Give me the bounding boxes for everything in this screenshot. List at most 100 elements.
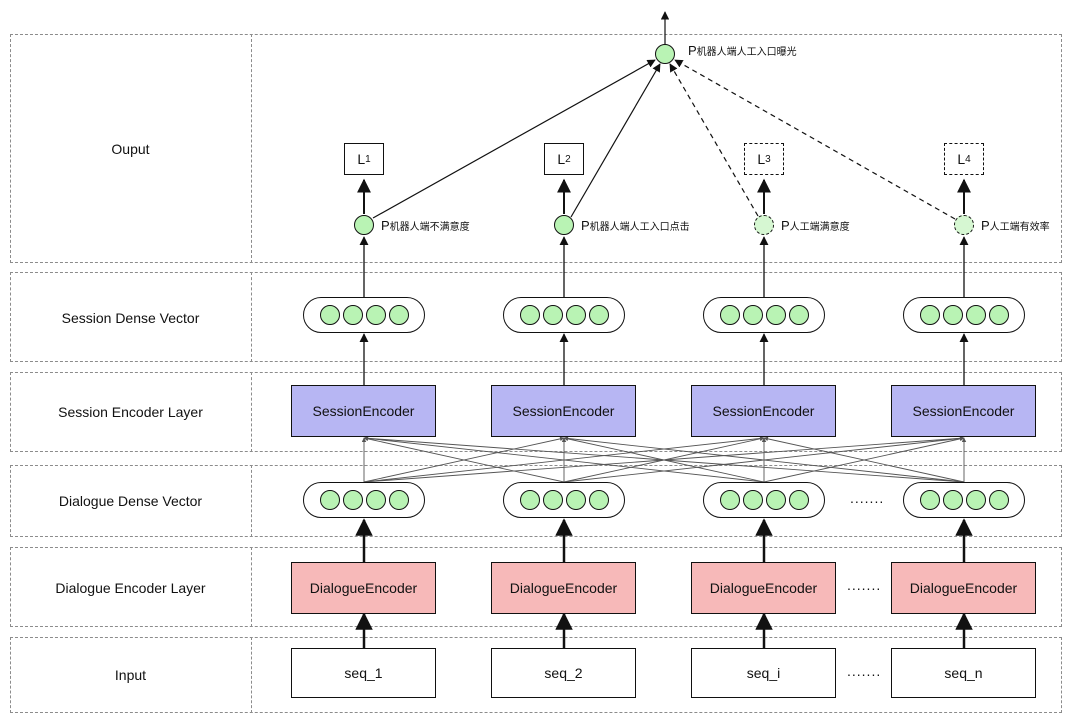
vector-node xyxy=(988,305,1009,325)
task-output-node-2 xyxy=(554,215,574,235)
vector-node xyxy=(765,490,786,510)
vector-node xyxy=(965,490,986,510)
p-subscript: 机器人端不满意度 xyxy=(389,222,470,233)
vector-node xyxy=(788,490,809,510)
dialogue-dense-vector-band xyxy=(10,465,1062,537)
p-symbol: P xyxy=(781,218,790,233)
loss-subscript: 4 xyxy=(965,153,971,165)
row-label-session-dense-vector: Session Dense Vector xyxy=(61,310,200,326)
vector-node xyxy=(342,490,363,510)
vector-node xyxy=(742,305,763,325)
loss-letter: L xyxy=(757,151,766,167)
vector-node xyxy=(565,490,586,510)
task-output-label-2: P机器人端人工入口点击 xyxy=(581,218,690,233)
vector-node xyxy=(988,490,1009,510)
dialogue-vector-1 xyxy=(303,482,425,518)
task-output-label-1: P机器人端不满意度 xyxy=(381,218,470,233)
task-output-node-4 xyxy=(954,215,974,235)
session-dense-vector-band xyxy=(10,272,1062,362)
vector-node xyxy=(588,490,609,510)
dialogue-encoder-2: DialogueEncoder xyxy=(491,562,636,614)
row-label-input: Input xyxy=(114,667,147,683)
vector-node xyxy=(965,305,986,325)
p-symbol: P xyxy=(688,43,697,58)
row-label-dialogue-dense-vector: Dialogue Dense Vector xyxy=(58,493,203,509)
session-vector-2 xyxy=(503,297,625,333)
row-label-output: Ouput xyxy=(111,141,150,157)
p-symbol: P xyxy=(981,218,990,233)
divider xyxy=(251,465,252,537)
divider xyxy=(251,547,252,627)
loss-letter: L xyxy=(357,151,366,167)
vector-node xyxy=(542,490,563,510)
vector-node xyxy=(942,490,963,510)
p-symbol: P xyxy=(381,218,390,233)
dialogue-vector-3 xyxy=(703,482,825,518)
input-band xyxy=(10,637,1062,713)
vector-node xyxy=(719,490,740,510)
vector-node xyxy=(588,305,609,325)
vector-node xyxy=(542,305,563,325)
p-symbol: P xyxy=(581,218,590,233)
task-output-label-3: P人工端满意度 xyxy=(781,218,850,233)
vector-node xyxy=(942,305,963,325)
vector-node xyxy=(342,305,363,325)
vector-node xyxy=(319,305,340,325)
vector-node xyxy=(519,490,540,510)
output-band xyxy=(10,34,1062,263)
vector-node xyxy=(765,305,786,325)
session-encoder-2: SessionEncoder xyxy=(491,385,636,437)
input-box-seq-1: seq_1 xyxy=(291,648,436,698)
session-vector-3 xyxy=(703,297,825,333)
divider xyxy=(251,272,252,362)
vector-node xyxy=(919,490,940,510)
session-encoder-layer-band xyxy=(10,372,1062,452)
p-subscript: 人工端满意度 xyxy=(789,222,850,233)
input-box-seq-2: seq_2 xyxy=(491,648,636,698)
input-ellipsis: ....... xyxy=(847,663,882,679)
vector-node xyxy=(919,305,940,325)
task-output-label-4: P人工端有效率 xyxy=(981,218,1050,233)
final-output-label: P机器人端人工入口曝光 xyxy=(688,43,797,58)
vector-node xyxy=(365,305,386,325)
vector-node xyxy=(788,305,809,325)
dialogue-vector-ellipsis: ....... xyxy=(850,490,885,506)
vector-node xyxy=(565,305,586,325)
vector-node xyxy=(719,305,740,325)
dialogue-encoder-3: DialogueEncoder xyxy=(691,562,836,614)
vector-node xyxy=(519,305,540,325)
input-box-seq-n: seq_n xyxy=(891,648,1036,698)
dialogue-encoder-4: DialogueEncoder xyxy=(891,562,1036,614)
p-subscript: 人工端有效率 xyxy=(989,222,1050,233)
vector-node xyxy=(388,490,409,510)
loss-subscript: 1 xyxy=(365,153,371,165)
divider xyxy=(251,637,252,713)
session-vector-1 xyxy=(303,297,425,333)
task-output-node-3 xyxy=(754,215,774,235)
loss-subscript: 3 xyxy=(765,153,771,165)
vector-node xyxy=(388,305,409,325)
p-subscript: 机器人端人工入口曝光 xyxy=(696,47,797,58)
dialogue-encoder-ellipsis: ....... xyxy=(847,577,882,593)
vector-node xyxy=(742,490,763,510)
loss-letter: L xyxy=(557,151,566,167)
session-encoder-4: SessionEncoder xyxy=(891,385,1036,437)
dialogue-vector-2 xyxy=(503,482,625,518)
row-label-session-encoder-layer: Session Encoder Layer xyxy=(58,404,203,420)
vector-node xyxy=(365,490,386,510)
task-output-node-1 xyxy=(354,215,374,235)
dialogue-vector-4 xyxy=(903,482,1025,518)
input-box-seq-i: seq_i xyxy=(691,648,836,698)
dialogue-encoder-1: DialogueEncoder xyxy=(291,562,436,614)
row-label-dialogue-encoder-layer: Dialogue Encoder Layer xyxy=(55,580,206,596)
divider xyxy=(251,372,252,452)
loss-subscript: 2 xyxy=(565,153,571,165)
session-vector-4 xyxy=(903,297,1025,333)
loss-letter: L xyxy=(957,151,966,167)
divider xyxy=(251,34,252,263)
